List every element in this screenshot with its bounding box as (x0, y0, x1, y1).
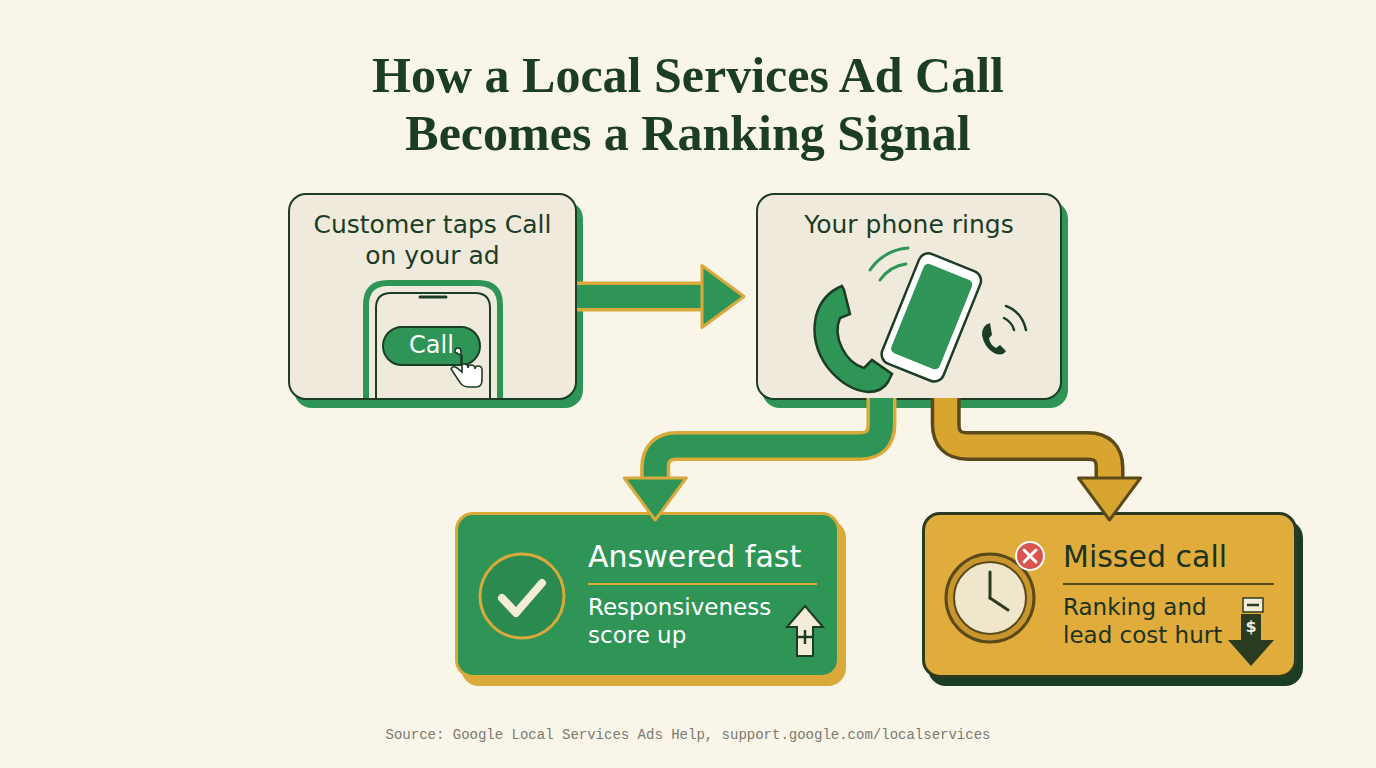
arrow-outline (577, 282, 704, 312)
flow-arrow (946, 398, 1141, 520)
box-heading: Missed call (1063, 539, 1294, 575)
arrow-body (577, 285, 704, 308)
arrow-outline (655, 398, 881, 480)
divider-line (588, 583, 817, 585)
arrow-body (946, 398, 1110, 480)
step-box: Customer taps Call on your ad (288, 193, 577, 400)
icon-label: $ (1241, 616, 1261, 638)
outcome-box: Answered fastResponsiveness score up (455, 512, 840, 678)
arrow-outline (946, 398, 1110, 480)
outcome-box: Missed callRanking and lead cost hurt (922, 512, 1297, 678)
box-heading: Customer taps Call on your ad (302, 209, 564, 271)
box-body: Ranking and lead cost hurt (1063, 593, 1248, 649)
box-heading: Answered fast (588, 539, 837, 575)
step-box: Your phone rings (756, 193, 1062, 400)
divider-line (1063, 583, 1274, 585)
box-heading: Your phone rings (778, 209, 1040, 240)
arrow-body (655, 398, 881, 480)
source-caption: Source: Google Local Services Ads Help, … (0, 727, 1376, 743)
flow-arrow (624, 398, 881, 520)
diagram-title: How a Local Services Ad Call Becomes a R… (308, 46, 1068, 162)
arrow-head (702, 266, 744, 328)
button-label: Call (383, 330, 480, 360)
flow-arrow (577, 266, 744, 328)
box-body: Responsiveness score up (588, 593, 788, 649)
